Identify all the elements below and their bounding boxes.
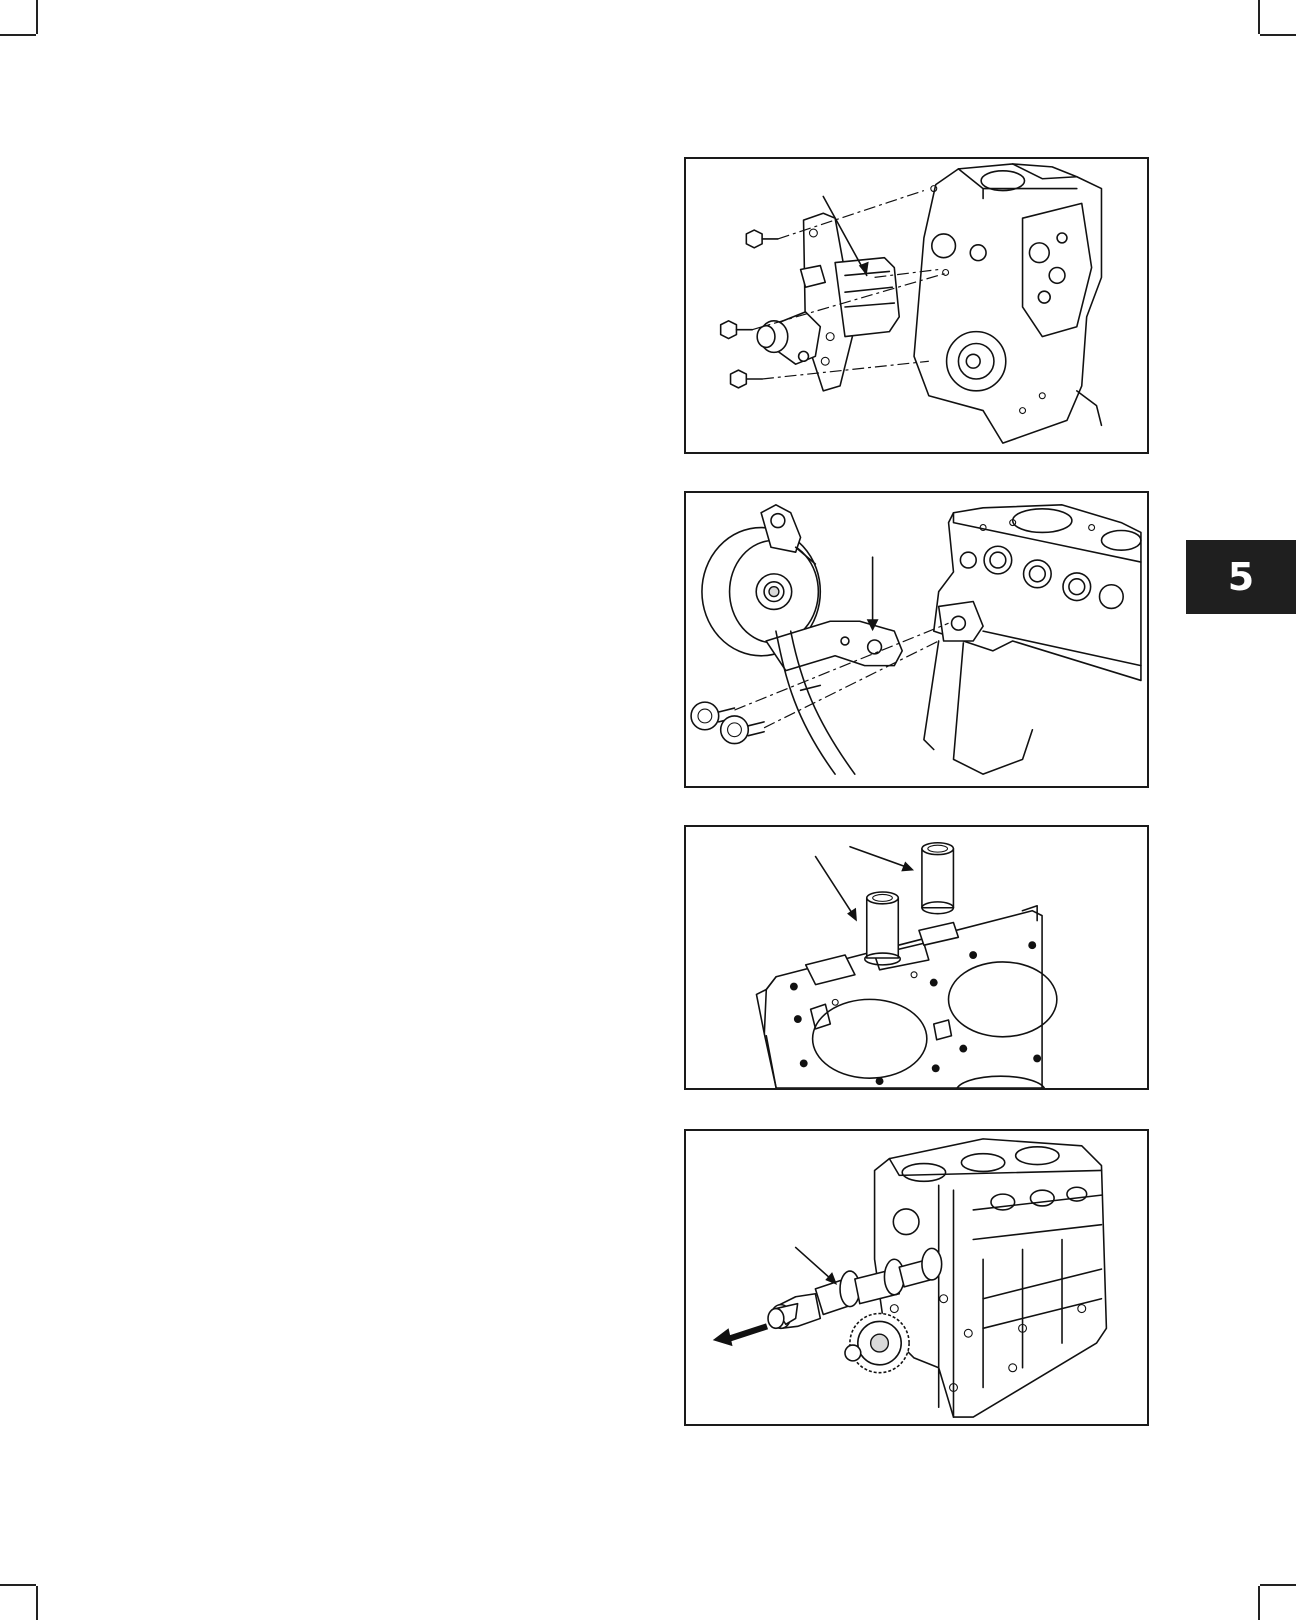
figure-starter-motor — [684, 157, 1149, 454]
crop-mark-top-right-h — [1260, 34, 1296, 36]
figure-camshaft — [684, 1129, 1149, 1426]
figure-dowel-pins — [684, 825, 1149, 1090]
crop-mark-bottom-left-h — [0, 1584, 36, 1586]
callout-arrow — [796, 1247, 837, 1284]
dowel-pin-illustration — [686, 827, 1147, 1088]
bolt-icon — [731, 370, 763, 388]
callout-arrow — [816, 857, 857, 922]
section-tab: 5 — [1186, 540, 1296, 614]
crop-mark-top-left-h — [0, 34, 36, 36]
starter-motor-illustration — [686, 159, 1147, 452]
crop-mark-bottom-right-h — [1260, 1584, 1296, 1586]
alternator-illustration — [686, 493, 1147, 786]
figure-alternator — [684, 491, 1149, 788]
gear-icon — [850, 1314, 909, 1373]
callout-arrow — [867, 557, 879, 631]
callout-arrow — [850, 847, 914, 872]
camshaft-illustration — [686, 1131, 1147, 1424]
crop-mark-bottom-right-v — [1258, 1586, 1260, 1620]
crop-mark-bottom-left-v — [36, 1586, 38, 1620]
bolt-icon — [721, 321, 753, 339]
removal-direction-arrow-icon — [713, 1323, 768, 1346]
crop-mark-top-left-v — [36, 0, 38, 34]
dowel-pin-icon — [865, 892, 900, 965]
dowel-pin-icon — [922, 843, 954, 914]
bolt-icon — [721, 716, 764, 744]
bolt-icon — [746, 230, 778, 248]
crop-mark-top-right-v — [1258, 0, 1260, 34]
